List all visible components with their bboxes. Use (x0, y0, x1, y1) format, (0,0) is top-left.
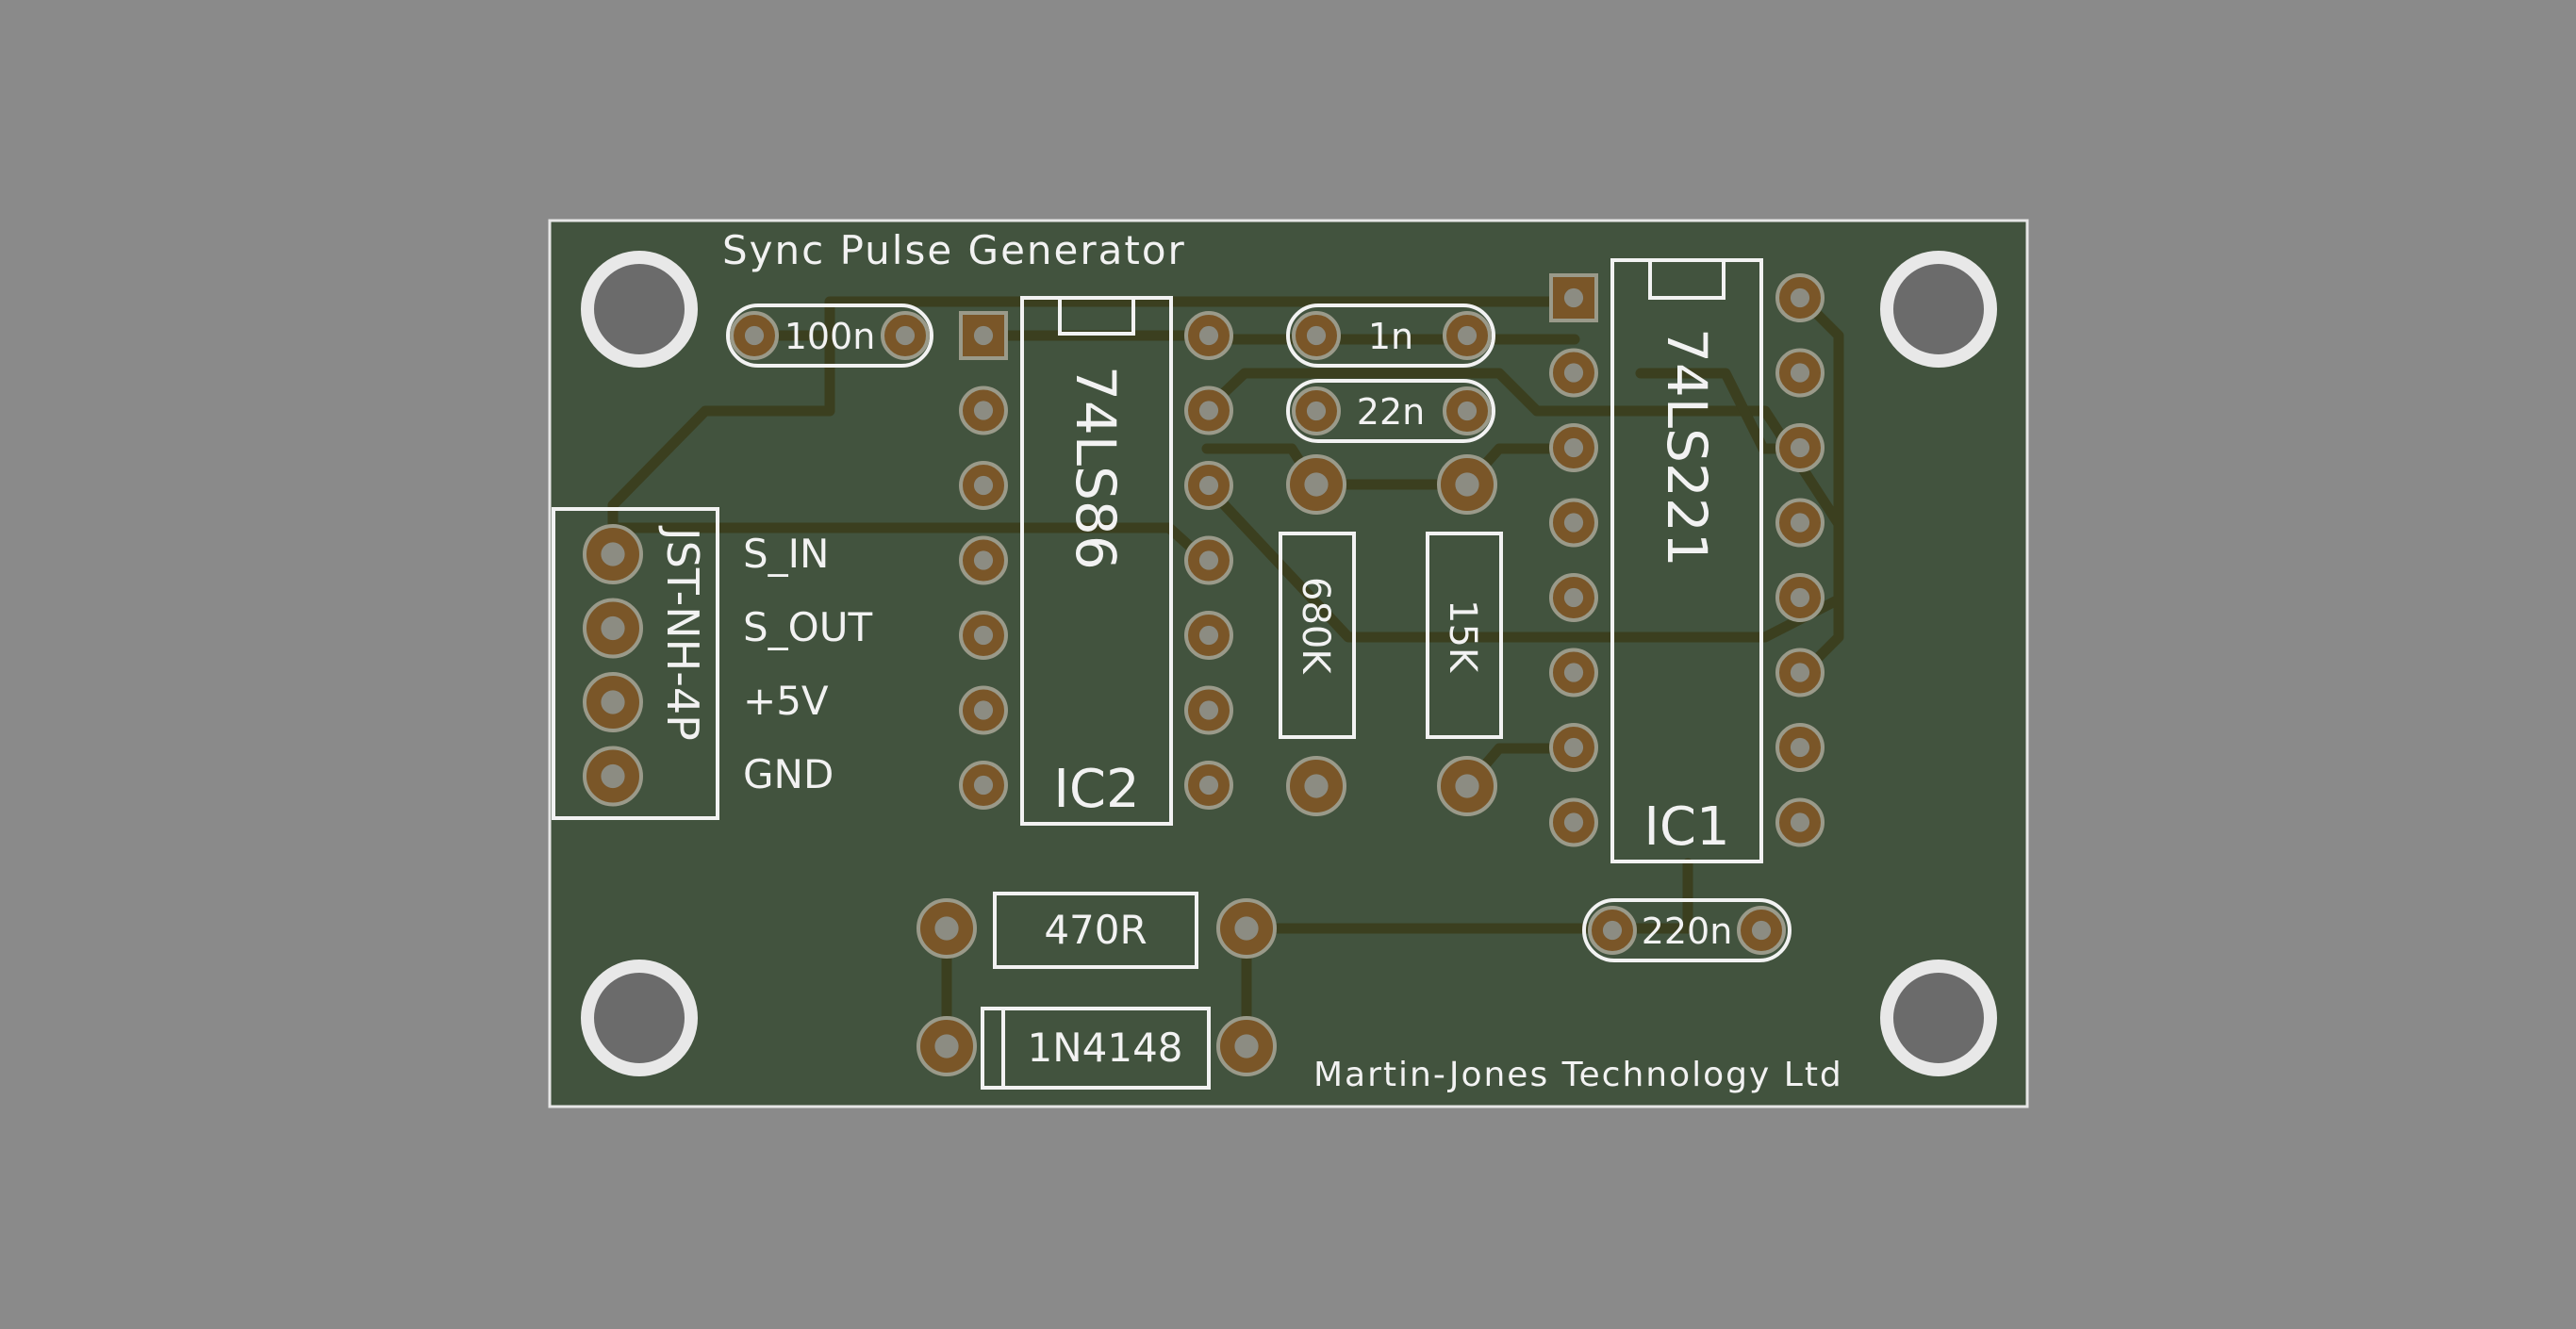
ic1-pad-left (1549, 573, 1598, 622)
capacitor-220n-label: 220n (1642, 911, 1733, 952)
ic1-pad-right (1775, 348, 1825, 398)
resistor-15k-label: 15K (1441, 599, 1484, 674)
capacitor-1n[interactable]: 1n (1286, 304, 1495, 368)
connector-pin-label-s-in: S_IN (743, 531, 829, 577)
ic2-pad-left (959, 761, 1008, 810)
ic2-pad-right (1184, 311, 1233, 360)
mounting-holes (581, 251, 1997, 1076)
connector-pin-label-5v: +5V (743, 678, 829, 724)
ic2-pad-right (1184, 386, 1233, 435)
c100n-pad (730, 311, 779, 360)
ic1-pad-right (1775, 573, 1825, 622)
connector-pin-label-s-out: S_OUT (743, 604, 872, 650)
capacitor-100n-label: 100n (784, 316, 876, 357)
ic1-pad-right (1775, 498, 1825, 548)
r470r-pad (1216, 898, 1277, 959)
ic2-pad-left (959, 611, 1008, 660)
ic1-pad-left (1549, 423, 1598, 472)
ic1-pad-left (1549, 498, 1598, 548)
ic2-pad-left (959, 535, 1008, 585)
diode-pad (1216, 1016, 1277, 1076)
capacitor-22n[interactable]: 22n (1286, 379, 1495, 443)
capacitor-220n[interactable]: 220n (1582, 898, 1792, 962)
ic1-pad-right (1775, 723, 1825, 772)
diode-1n4148[interactable]: 1N4148 (981, 1007, 1211, 1090)
c22n-pad (1292, 386, 1341, 435)
ic1-pad-left (1549, 797, 1598, 847)
connector-pad (583, 598, 643, 659)
resistor-470r[interactable]: 470R (993, 892, 1198, 969)
capacitor-1n-label: 1n (1368, 316, 1413, 357)
connector-pad (583, 672, 643, 732)
ic1-pad-left (1549, 723, 1598, 772)
connector-pad (583, 746, 643, 807)
c100n-pad (881, 311, 930, 360)
resistor-680k-label: 680K (1294, 577, 1337, 675)
ic1-pad-left (1549, 273, 1598, 322)
ic1-ref-label: IC1 (1643, 796, 1729, 858)
mounting-hole-bottom-left (581, 960, 698, 1076)
ic2-pad-left (959, 461, 1008, 510)
ic1-74ls221[interactable]: 74LS221 IC1 (1610, 258, 1763, 863)
c220n-pad (1737, 906, 1786, 955)
mounting-hole-top-right (1880, 251, 1997, 368)
resistor-470r-label: 470R (1044, 907, 1147, 953)
r15k-pad (1437, 756, 1497, 816)
ic2-pad-right (1184, 461, 1233, 510)
mounting-hole-top-left (581, 251, 698, 368)
ic1-pad-right (1775, 648, 1825, 697)
ic1-pad-left (1549, 648, 1598, 697)
c220n-pad (1588, 906, 1637, 955)
c22n-pad (1443, 386, 1492, 435)
ic1-part-label: 74LS221 (1655, 328, 1719, 567)
connector-pin-label-gnd: GND (743, 751, 834, 797)
ic1-pad-right (1775, 273, 1825, 322)
mounting-hole-bottom-right (1880, 960, 1997, 1076)
ic2-pad-right (1184, 685, 1233, 735)
ic1-pad-right (1775, 423, 1825, 472)
pads (583, 273, 1825, 1076)
c1n-pad (1292, 311, 1341, 360)
ic2-pad-right (1184, 535, 1233, 585)
connector-jst-nh-4p[interactable]: JST-NH-4P (552, 507, 719, 820)
diode-pad (916, 1016, 977, 1076)
ic2-pad-left (959, 386, 1008, 435)
connector-ref-label: JST-NH-4P (657, 525, 708, 741)
ic2-pad-right (1184, 761, 1233, 810)
ic2-part-label: 74LS86 (1064, 366, 1128, 570)
c1n-pad (1443, 311, 1492, 360)
ic1-pad-right (1775, 797, 1825, 847)
resistor-15k[interactable]: 15K (1426, 532, 1503, 739)
ic2-74ls86[interactable]: 74LS86 IC2 (1020, 296, 1173, 826)
ic2-pad-left (959, 685, 1008, 735)
ic2-pad-left (959, 311, 1008, 360)
r470r-pad (916, 898, 977, 959)
connector-pad (583, 524, 643, 584)
board-title: Sync Pulse Generator (722, 227, 1186, 273)
board-footer: Martin-Jones Technology Ltd (1313, 1056, 1843, 1094)
ic1-pad-left (1549, 348, 1598, 398)
r680k-pad (1286, 756, 1346, 816)
r15k-pad (1437, 454, 1497, 515)
ic2-pad-right (1184, 611, 1233, 660)
diode-1n4148-label: 1N4148 (1027, 1025, 1182, 1071)
resistor-680k[interactable]: 680K (1279, 532, 1356, 739)
ic2-ref-label: IC2 (1053, 759, 1139, 820)
capacitor-100n[interactable]: 100n (726, 304, 933, 368)
r680k-pad (1286, 454, 1346, 515)
capacitor-22n-label: 22n (1357, 391, 1425, 433)
